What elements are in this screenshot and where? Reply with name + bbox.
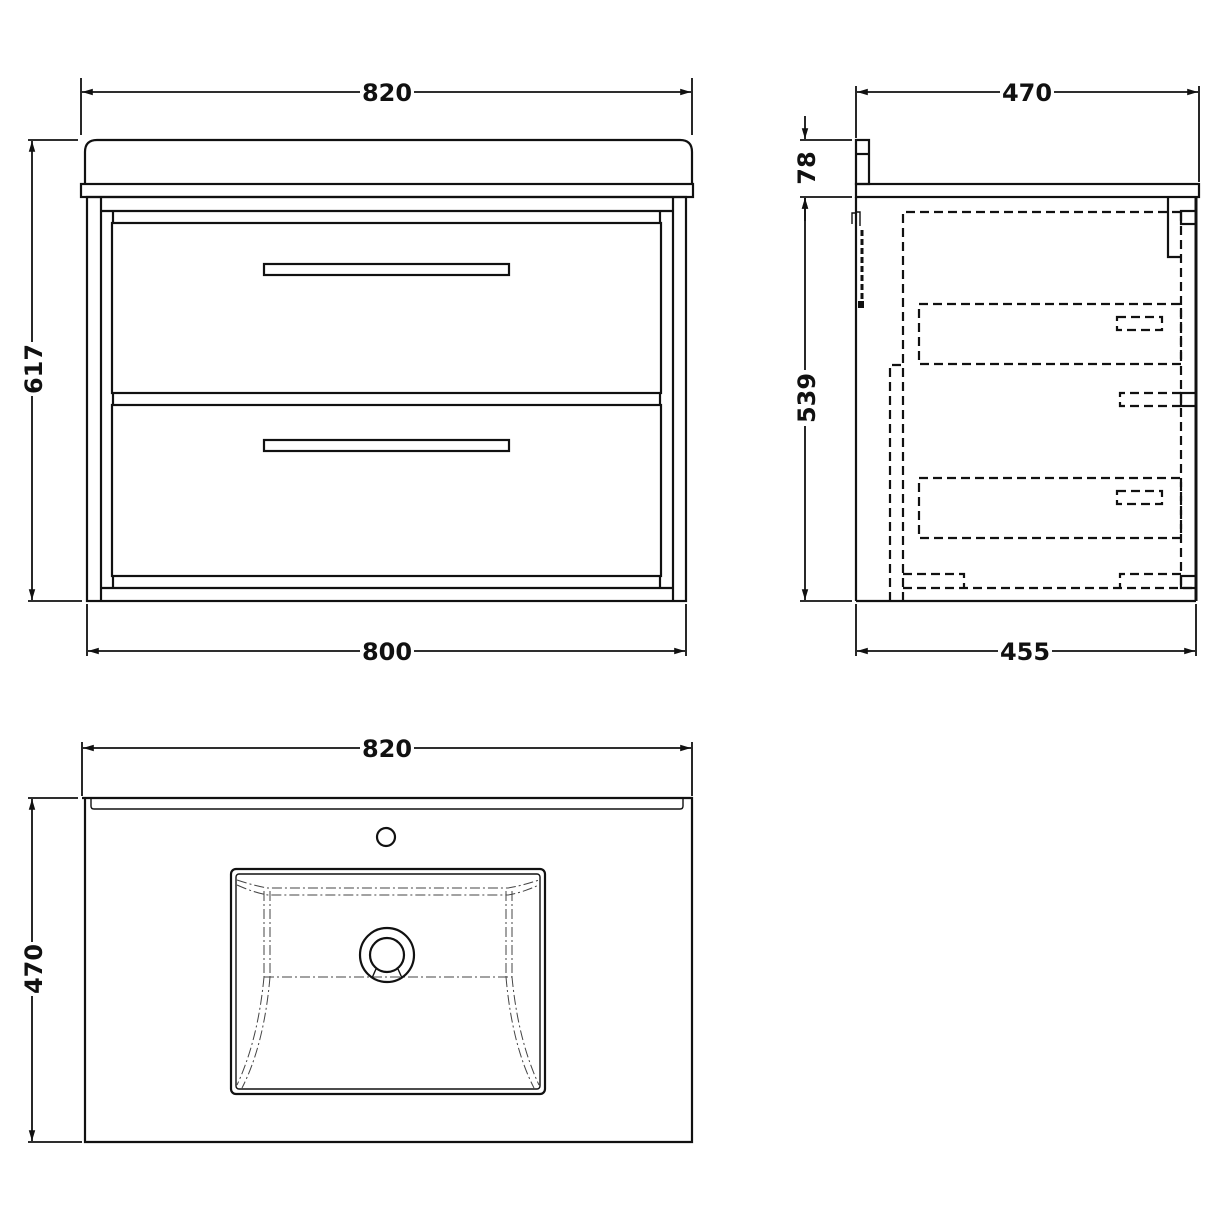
svg-text:800: 800 [362,638,412,666]
front-basin-outline [83,138,694,184]
dim-side-bottom-depth: 455 [855,604,1197,666]
svg-text:455: 455 [1000,638,1050,666]
svg-text:820: 820 [362,735,412,763]
dim-side-basin-height: 78 [792,116,852,221]
front-carcass [85,195,688,603]
dim-front-top-width: 820 [80,78,693,135]
svg-text:470: 470 [1002,79,1052,107]
dim-side-top-depth: 470 [855,78,1200,182]
hidden-drawer-1 [917,302,1183,366]
front-drawer-1 [110,221,663,395]
hidden-drawer-2 [917,476,1183,540]
dim-front-bottom-width: 800 [86,604,687,666]
basin [229,867,547,1096]
svg-text:617: 617 [20,344,48,394]
dim-plan-depth: 470 [18,797,82,1143]
svg-text:78: 78 [793,151,821,184]
front-drawer-2 [110,403,663,578]
tap-hole-icon [375,826,397,848]
drawer-1-handle [262,262,511,277]
dim-side-cabinet-height: 539 [792,198,852,602]
svg-text:820: 820 [362,79,412,107]
side-upstand [854,138,871,186]
dim-plan-width: 820 [81,734,693,796]
front-view: 820 800 617 [18,78,695,666]
front-countertop-ledge [79,182,695,199]
plan-view: 820 470 [18,734,694,1144]
side-countertop [854,182,1201,199]
wall-bracket-icon [851,211,864,308]
waste-outlet-icon [358,926,416,984]
side-view: 470 455 78 539 [792,78,1201,666]
svg-text:470: 470 [20,944,48,994]
drawer-2-handle [262,438,511,453]
svg-text:539: 539 [793,373,821,423]
dim-front-height: 617 [18,139,82,602]
